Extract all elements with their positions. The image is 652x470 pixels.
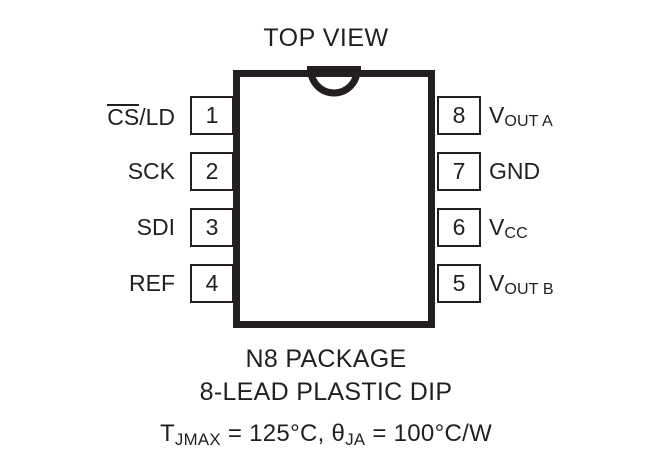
pin-label-3-rest: SDI xyxy=(136,214,175,240)
pin-label-4-rest: REF xyxy=(129,270,175,296)
pin-label-6-main: V xyxy=(489,214,505,240)
tjmax-value: = 125°C, xyxy=(220,420,332,447)
pin-label-6-sub: CC xyxy=(504,224,528,243)
pin-box-2[interactable]: 2 xyxy=(190,152,234,191)
pin-label-1-rest: /LD xyxy=(139,104,175,130)
pin-number-7: 7 xyxy=(452,158,466,184)
chip-body-outline xyxy=(233,70,435,328)
tjmax-symbol: T xyxy=(159,420,175,447)
pin-label-8-main: V xyxy=(489,102,505,128)
pin-label-7: GND xyxy=(489,160,540,183)
pin-label-3: SDI xyxy=(137,216,175,239)
pin-number-4: 4 xyxy=(205,270,219,296)
pin-box-1[interactable]: 1 xyxy=(190,96,234,135)
pin-number-5: 5 xyxy=(452,270,466,296)
pin-label-2-rest: SCK xyxy=(127,158,175,184)
pin-box-4[interactable]: 4 xyxy=(190,264,234,303)
pin-label-5: VOUT B xyxy=(489,270,554,299)
pin-label-7-main: GND xyxy=(489,158,541,184)
pin-number-1: 1 xyxy=(205,102,219,128)
pin-number-6: 6 xyxy=(452,214,466,240)
pin-label-4: REF xyxy=(129,272,175,295)
page-title: TOP VIEW xyxy=(263,24,389,52)
pin-label-5-main: V xyxy=(489,270,505,296)
pin-label-8: VOUT A xyxy=(489,102,553,131)
pin-number-2: 2 xyxy=(205,158,219,184)
pin-label-6: VCC xyxy=(489,214,528,243)
package-notch-icon xyxy=(307,66,361,97)
package-name-caption: N8 PACKAGE xyxy=(245,345,407,373)
pin-box-8[interactable]: 8 xyxy=(437,96,481,135)
thermal-spec-caption: TJMAX = 125°C, θJA = 100°C/W xyxy=(0,420,652,449)
pin-number-8: 8 xyxy=(452,102,466,128)
pin-box-3[interactable]: 3 xyxy=(190,208,234,247)
pin-box-7[interactable]: 7 xyxy=(437,152,481,191)
theta-value: = 100°C/W xyxy=(365,420,493,447)
theta-subscript: JA xyxy=(345,429,366,449)
pin-number-3: 3 xyxy=(205,214,219,240)
tjmax-subscript: JMAX xyxy=(174,429,221,449)
package-description-caption: 8-LEAD PLASTIC DIP xyxy=(199,378,453,406)
pin-label-2: SCK xyxy=(128,160,175,183)
theta-symbol: θ xyxy=(331,420,346,447)
pin-label-5-sub: OUT B xyxy=(504,280,554,299)
pin-label-8-sub: OUT A xyxy=(504,112,553,131)
pin-box-6[interactable]: 6 xyxy=(437,208,481,247)
pin-label-1-overline: CS xyxy=(107,104,140,130)
pin-label-1: CS/LD xyxy=(107,104,175,129)
pin-box-5[interactable]: 5 xyxy=(437,264,481,303)
